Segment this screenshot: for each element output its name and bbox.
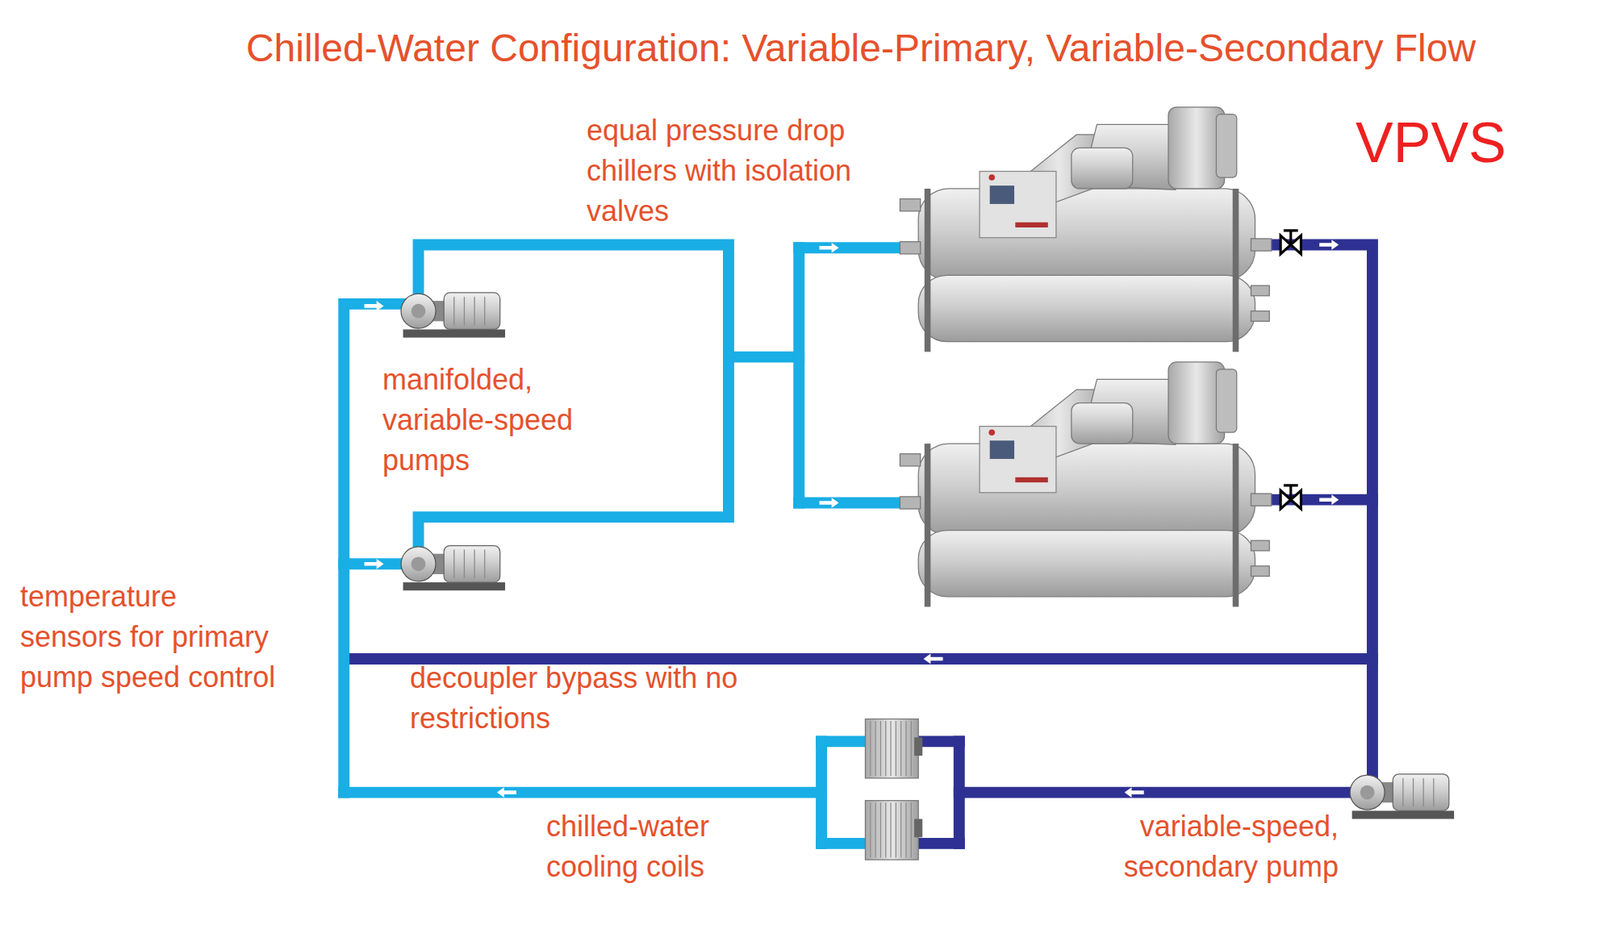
secondary-pump-note: variable-speed, secondary pump (1112, 806, 1339, 888)
supply-pipe (343, 787, 822, 799)
supply-pipe (793, 247, 805, 503)
cooling-coil (864, 801, 923, 861)
system-tag: VPVS (1355, 108, 1507, 177)
cooling-coil (864, 801, 923, 861)
return-pipe (1249, 245, 1373, 786)
chiller (899, 362, 1271, 608)
primary-pump (401, 292, 506, 339)
flow-arrow (497, 787, 517, 798)
supply-pipe (815, 741, 828, 844)
supply-pipe (418, 245, 729, 560)
bypass-note: decoupler bypass with no restrictions (409, 658, 757, 740)
supply-pipe (343, 558, 401, 570)
supply-pipe (821, 838, 863, 850)
supply-pipe (798, 242, 908, 254)
primary-pump (401, 546, 506, 592)
flow-arrow (364, 239, 1340, 798)
flow-arrow (923, 654, 944, 665)
flow-arrow (819, 497, 840, 509)
supply-pipe (798, 497, 908, 509)
pump-note: manifolded, variable-speed pumps (382, 359, 609, 481)
flow-arrow (1319, 239, 1339, 251)
isolation-valve (1280, 485, 1301, 510)
return-pipe (959, 787, 1353, 799)
flow-arrow (364, 559, 385, 570)
flow-arrow (364, 300, 385, 312)
supply-pipe (343, 245, 908, 844)
chiller-note: equal pressure drop chillers with isolat… (586, 110, 865, 232)
cooling-coil (864, 719, 923, 779)
primary-pump (401, 546, 506, 592)
chiller (899, 107, 1271, 353)
return-pipe (923, 838, 960, 850)
secondary-pump (1349, 774, 1454, 820)
chiller (899, 362, 1271, 608)
supply-pipe (821, 735, 863, 748)
isolation-valve (1280, 485, 1301, 510)
isolation-valve (1280, 230, 1301, 255)
flow-arrow (1124, 787, 1145, 798)
supply-pipe (728, 351, 799, 364)
sensor-note: temperature sensors for primary pump spe… (20, 576, 281, 698)
primary-pump (401, 292, 506, 339)
flow-arrow (1319, 494, 1339, 506)
isolation-valve (1280, 230, 1301, 255)
coil-note: chilled-water cooling coils (546, 806, 720, 888)
secondary-pump (1349, 774, 1454, 820)
cooling-coil (864, 719, 923, 779)
flow-arrow (819, 242, 840, 254)
return-pipe (923, 735, 960, 748)
return-pipe (953, 741, 966, 844)
chiller (899, 107, 1271, 353)
diagram-title: Chilled-Water Configuration: Variable-Pr… (130, 24, 1592, 73)
